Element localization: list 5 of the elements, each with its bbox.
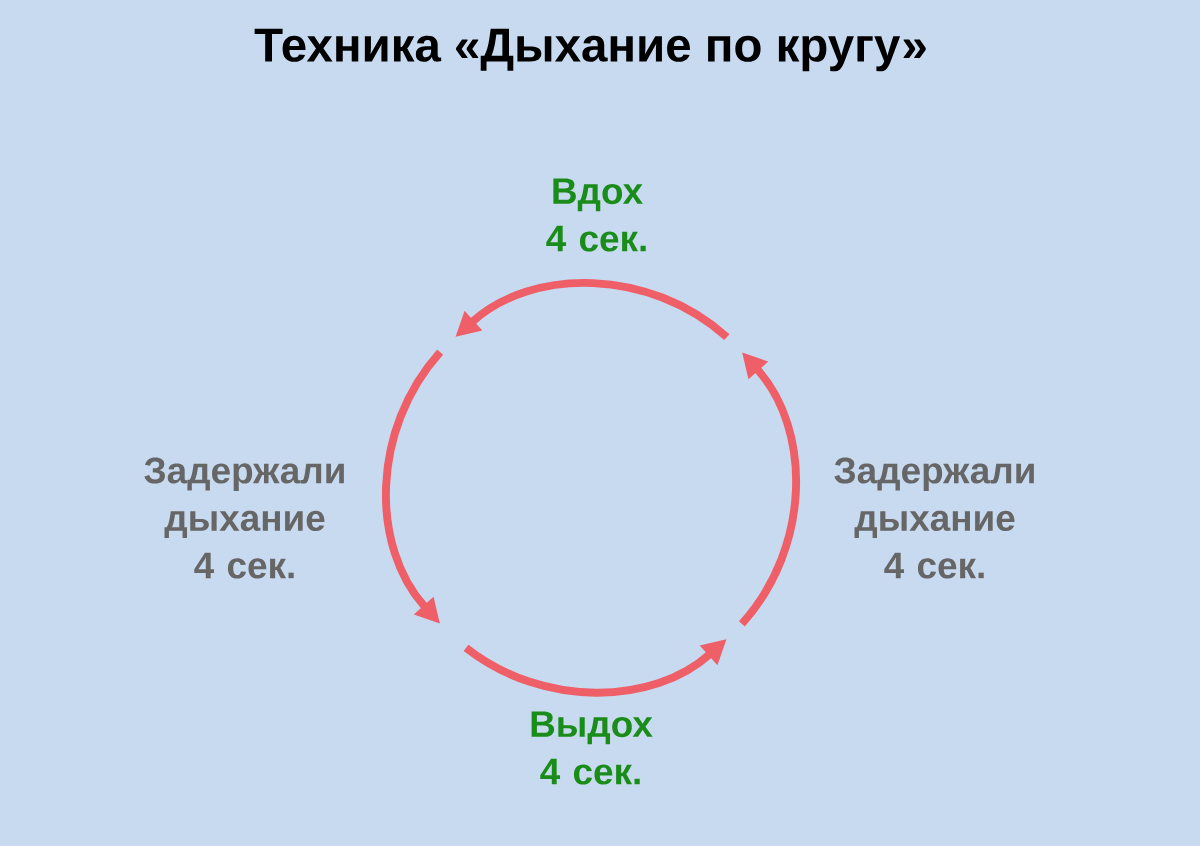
step-label: Выдох 4 сек. bbox=[531, 711, 653, 785]
step-label: Задержали дыхание 4 сек. bbox=[144, 457, 344, 579]
step-label: Задержали дыхание 4 сек. bbox=[834, 457, 1034, 579]
step-label: Вдох 4 сек. bbox=[546, 178, 646, 252]
title: Техника «Дыхание по кругу» bbox=[254, 28, 926, 72]
